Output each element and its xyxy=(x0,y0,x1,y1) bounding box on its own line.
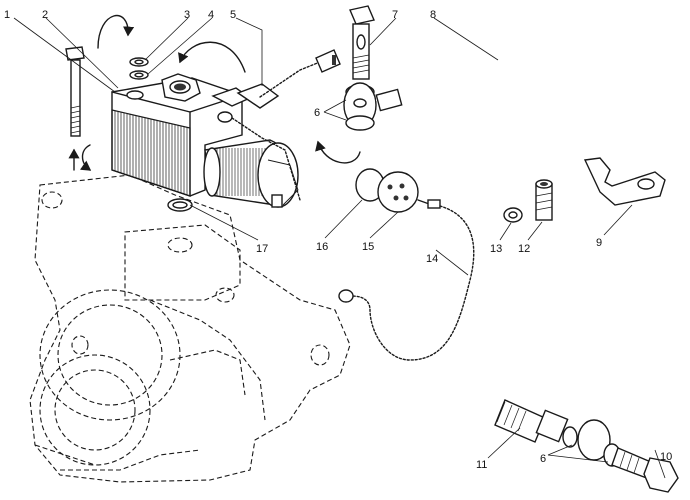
bottom-fitting-assembly xyxy=(494,399,679,493)
callout-5: 5 xyxy=(230,9,236,21)
callout-2: 2 xyxy=(42,9,48,21)
callout-9: 9 xyxy=(596,237,602,249)
electrical-connector xyxy=(355,168,441,213)
wire-clip-and-plug xyxy=(211,49,341,201)
callout-3: 3 xyxy=(184,9,190,21)
callout-12: 12 xyxy=(518,243,530,255)
callout-6-top: 6 xyxy=(314,107,320,119)
assembly-arrow-nut xyxy=(178,41,246,73)
sleeve-bushing xyxy=(535,179,553,221)
washers-3-4 xyxy=(129,57,149,80)
callout-10: 10 xyxy=(660,451,672,463)
callout-13: 13 xyxy=(490,243,502,255)
callout-17: 17 xyxy=(256,243,268,255)
assembly-arrow-top xyxy=(97,14,135,49)
callout-14: 14 xyxy=(426,253,438,265)
ground-wire xyxy=(338,205,475,361)
callout-labels: 1 2 3 4 5 6 7 8 9 10 11 12 13 14 15 16 1… xyxy=(4,9,672,471)
callout-11: 11 xyxy=(476,459,487,471)
distribution-block xyxy=(111,77,243,197)
callout-8: 8 xyxy=(430,9,436,21)
pipe-clamp-bracket xyxy=(583,157,666,206)
callout-6-bottom: 6 xyxy=(540,453,546,465)
callout-1: 1 xyxy=(4,9,10,21)
banjo-bolt xyxy=(349,5,375,80)
callout-4: 4 xyxy=(208,9,214,21)
callout-7: 7 xyxy=(392,9,398,21)
callout-16: 16 xyxy=(316,241,328,253)
long-bolt xyxy=(65,46,92,171)
fuel-pipe xyxy=(375,42,605,442)
dashed-housing-outline xyxy=(29,174,351,483)
callout-15: 15 xyxy=(362,241,374,253)
banjo-fitting-top xyxy=(315,82,377,164)
leader-lines xyxy=(13,17,666,479)
hex-union-nut xyxy=(161,73,201,102)
